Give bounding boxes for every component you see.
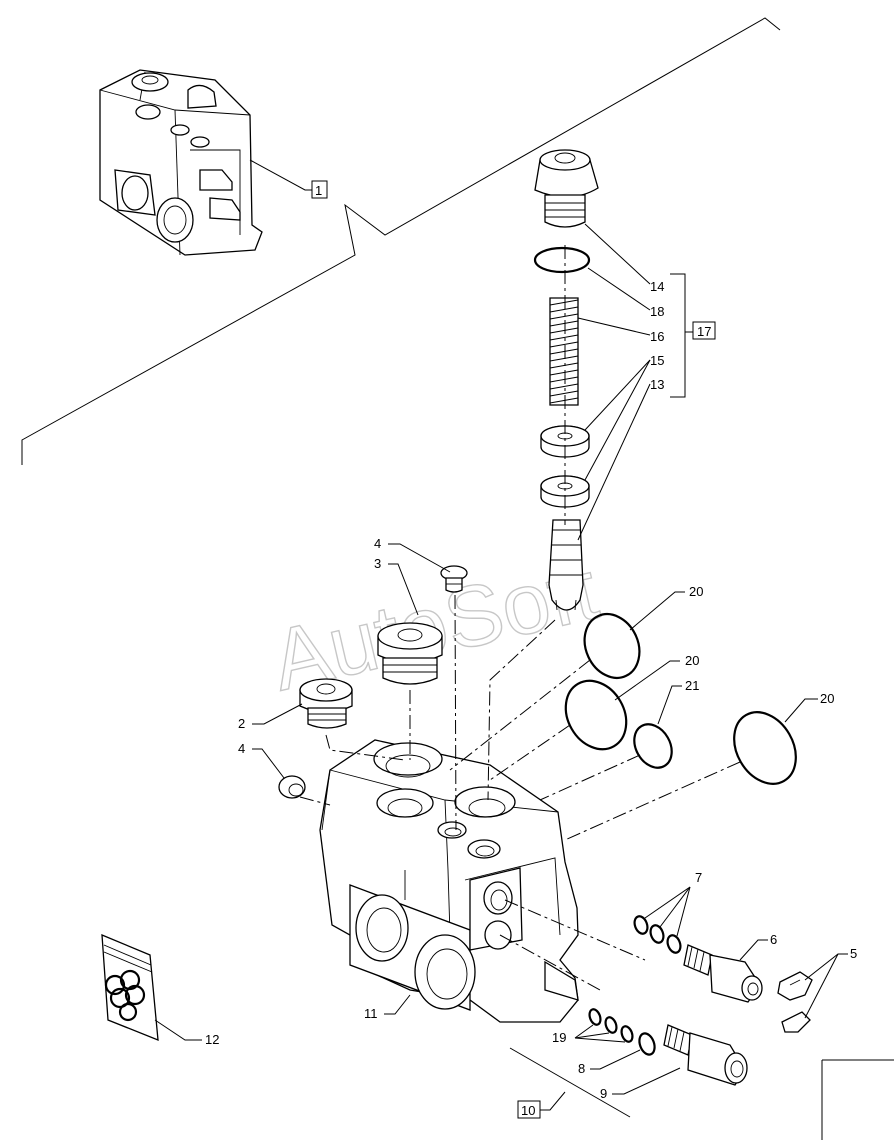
callout-17: 17 <box>697 324 711 339</box>
plug-3 <box>377 622 443 685</box>
o-ring-21 <box>633 723 673 769</box>
cap-14 <box>534 149 599 228</box>
washer-8 <box>638 1032 656 1056</box>
clips-5 <box>777 971 813 1033</box>
callout-13: 13 <box>650 377 664 392</box>
callout-box-17 <box>692 321 716 340</box>
relief-valve-9 <box>663 1024 748 1086</box>
snap-rings-19 <box>588 1008 634 1043</box>
callout-4-top: 4 <box>374 536 381 551</box>
callout-8: 8 <box>578 1061 585 1076</box>
o-ring-18 <box>533 246 591 274</box>
plug-4-side <box>278 775 306 799</box>
callout-16: 16 <box>650 329 664 344</box>
relief-valve-6 <box>683 944 763 1003</box>
assembly-centerlines <box>299 245 741 991</box>
callout-15: 15 <box>650 353 664 368</box>
assembly-frame <box>21 17 894 1140</box>
o-ring-20c <box>733 711 797 785</box>
callout-21: 21 <box>685 678 699 693</box>
plug-2 <box>299 678 353 729</box>
poppet-13 <box>548 519 584 611</box>
callout-2: 2 <box>238 716 245 731</box>
callout-3: 3 <box>374 556 381 571</box>
callout-18: 18 <box>650 304 664 319</box>
valve-assembly-icon <box>99 69 263 256</box>
plug-4-top <box>440 565 468 593</box>
callout-10: 10 <box>521 1103 535 1118</box>
callout-12: 12 <box>205 1032 219 1047</box>
callout-7: 7 <box>695 870 702 885</box>
o-ring-20a <box>583 613 641 679</box>
callout-20-c: 20 <box>820 691 834 706</box>
valve-body-icon <box>319 739 579 1023</box>
spring-16 <box>549 297 579 406</box>
callout-20-b: 20 <box>685 653 699 668</box>
snap-rings-7 <box>633 915 682 954</box>
seal-kit-icon <box>101 933 159 1041</box>
washer-15a <box>540 425 590 458</box>
callout-14: 14 <box>650 279 664 294</box>
callout-6: 6 <box>770 932 777 947</box>
callout-11: 11 <box>364 1006 378 1021</box>
callout-19: 19 <box>552 1030 566 1045</box>
callout-1: 1 <box>315 183 322 198</box>
callout-5: 5 <box>850 946 857 961</box>
callout-4-side: 4 <box>238 741 245 756</box>
washer-15b <box>540 475 590 508</box>
o-ring-20b <box>564 679 628 751</box>
callout-9: 9 <box>600 1086 607 1101</box>
callout-20-a: 20 <box>689 584 703 599</box>
